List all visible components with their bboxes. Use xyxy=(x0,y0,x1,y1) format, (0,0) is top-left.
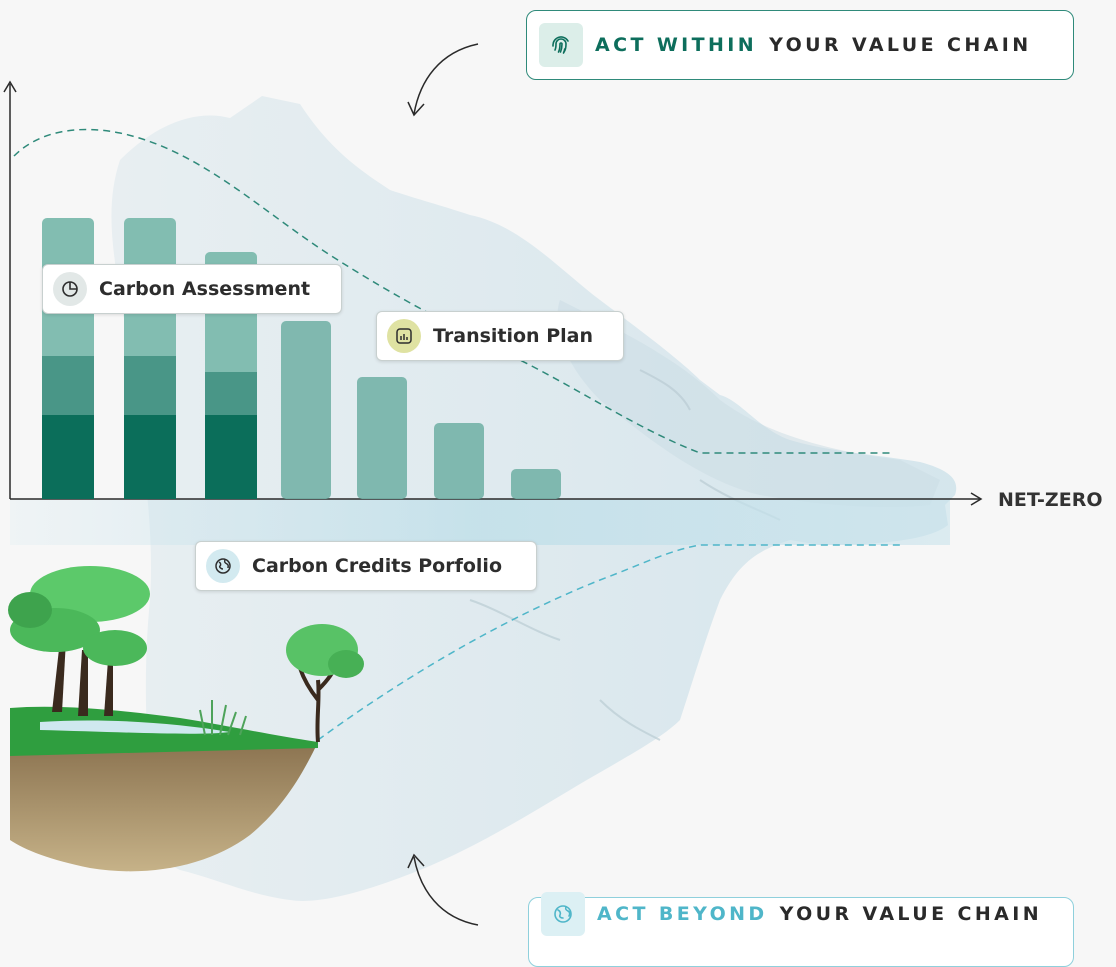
act-beyond-rest: YOUR VALUE CHAIN xyxy=(779,903,1042,925)
transition-plan-card[interactable]: Transition Plan xyxy=(376,311,624,361)
carbon-assessment-label: Carbon Assessment xyxy=(99,278,311,300)
transition-plan-label: Transition Plan xyxy=(433,325,593,347)
pie-chart-icon xyxy=(53,272,87,306)
arrow-up-curve xyxy=(413,856,479,926)
globe-icon xyxy=(541,892,585,936)
tree-canopy-3 xyxy=(83,630,147,666)
act-within-rest: YOUR VALUE CHAIN xyxy=(769,34,1032,56)
fingerprint-icon xyxy=(539,23,583,67)
bar-1-dark xyxy=(42,415,94,499)
reeds xyxy=(199,700,247,736)
bar-7 xyxy=(511,469,561,499)
forest-illustration xyxy=(8,566,364,872)
y-axis-arrow-icon xyxy=(3,80,17,93)
act-within-badge: ACT WITHIN YOUR VALUE CHAIN xyxy=(526,10,1074,80)
arrow-down-head-icon xyxy=(407,101,425,117)
tree-canopy-1 xyxy=(30,566,150,622)
act-beyond-badge: ACT BEYOND YOUR VALUE CHAIN xyxy=(528,892,1074,967)
removals-envelope-line xyxy=(317,544,900,741)
bar-2-dark xyxy=(124,415,176,499)
globe-icon xyxy=(206,549,240,583)
emissions-bars xyxy=(42,218,561,499)
stream xyxy=(40,720,230,734)
carbon-credits-portfolio-label: Carbon Credits Porfolio xyxy=(252,555,502,577)
soil xyxy=(10,742,318,872)
iceberg-shade xyxy=(557,300,940,507)
arrow-down-curve xyxy=(413,43,479,115)
bar-3-dark xyxy=(205,415,257,499)
tree-trunk-1 xyxy=(52,640,66,712)
bar-5 xyxy=(357,377,407,499)
bar-4 xyxy=(281,321,331,499)
act-within-highlight: ACT WITHIN xyxy=(595,34,758,56)
net-zero-label: NET-ZERO xyxy=(998,489,1103,511)
bar-6 xyxy=(434,423,484,499)
tree-canopy-4 xyxy=(8,592,52,628)
small-tree-canopy-b xyxy=(328,650,364,678)
act-beyond-highlight: ACT BEYOND xyxy=(597,903,768,925)
tree-trunk-3 xyxy=(104,660,113,716)
arrow-up-head-icon xyxy=(407,853,425,869)
carbon-assessment-card[interactable]: Carbon Assessment xyxy=(42,264,342,314)
bar-chart-icon xyxy=(387,319,421,353)
waterline-band xyxy=(10,499,950,545)
tree-trunk-2 xyxy=(78,650,88,716)
emissions-envelope-line xyxy=(13,128,890,454)
x-axis-arrow-icon xyxy=(970,492,983,506)
carbon-credits-portfolio-card[interactable]: Carbon Credits Porfolio xyxy=(195,541,537,591)
